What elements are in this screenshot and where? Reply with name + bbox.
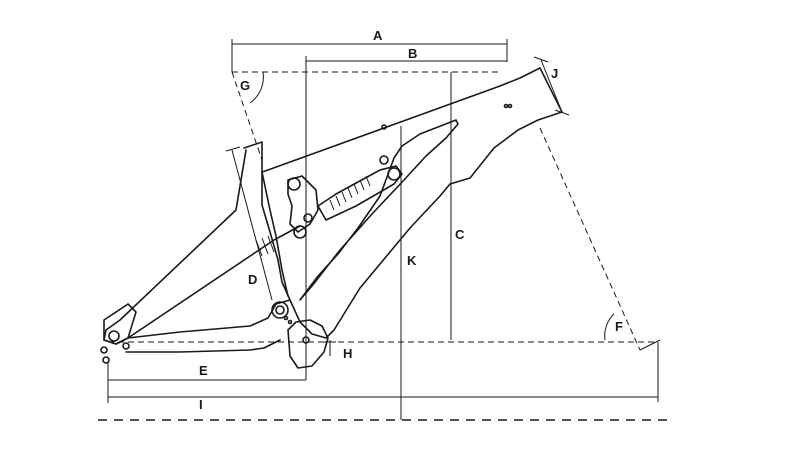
dimension-g: G [231, 71, 264, 161]
label-h: H [343, 346, 352, 361]
label-i: I [199, 397, 203, 412]
dimension-d: D [225, 146, 273, 301]
front-triangle [261, 67, 563, 339]
label-j: J [551, 66, 558, 81]
rocker-pivot-low [293, 225, 307, 239]
seat-tube [243, 141, 289, 297]
rear-bolt-3 [122, 342, 130, 350]
bottom-bracket [302, 336, 310, 344]
head-tube-dot-2 [507, 103, 513, 109]
dimension-b: B [305, 46, 507, 380]
dimension-k: K [400, 126, 417, 420]
dimension-j: J [533, 56, 570, 116]
dimension-i: I [108, 342, 659, 412]
rocker-pivot-mid [303, 213, 313, 223]
label-f: F [615, 319, 623, 334]
dimension-h: H [324, 340, 352, 361]
chain-stays [125, 299, 291, 353]
bb-hole-2 [287, 319, 293, 325]
rear-dropout [103, 303, 137, 345]
dimension-c: C [450, 72, 465, 340]
bb-hole-1 [283, 315, 289, 321]
rocker-link [287, 175, 319, 233]
label-b: B [408, 46, 417, 61]
rear-bolt-2 [102, 356, 110, 364]
label-c: C [455, 227, 465, 242]
main-pivot [271, 301, 289, 319]
label-k: K [407, 253, 417, 268]
head-tube-dot-1 [503, 103, 509, 109]
label-g: G [240, 78, 250, 93]
rocker-pivot-top [287, 177, 301, 191]
top-tube-dot [381, 124, 387, 130]
rear-bolt-1 [100, 346, 108, 354]
label-a: A [373, 28, 383, 43]
label-d: D [248, 272, 257, 287]
label-e: E [199, 363, 208, 378]
rear-axle [108, 330, 120, 342]
bike-frame [100, 67, 563, 369]
main-pivot-inner [275, 305, 285, 315]
dimension-f: F [539, 127, 661, 351]
dimension-a: A [231, 28, 508, 72]
rear-shock [317, 155, 403, 221]
seat-stay-decals [255, 235, 275, 257]
bottom-bracket-shell [287, 319, 329, 369]
front-triangle-cutout [299, 119, 459, 301]
dimension-e: E [107, 362, 306, 403]
